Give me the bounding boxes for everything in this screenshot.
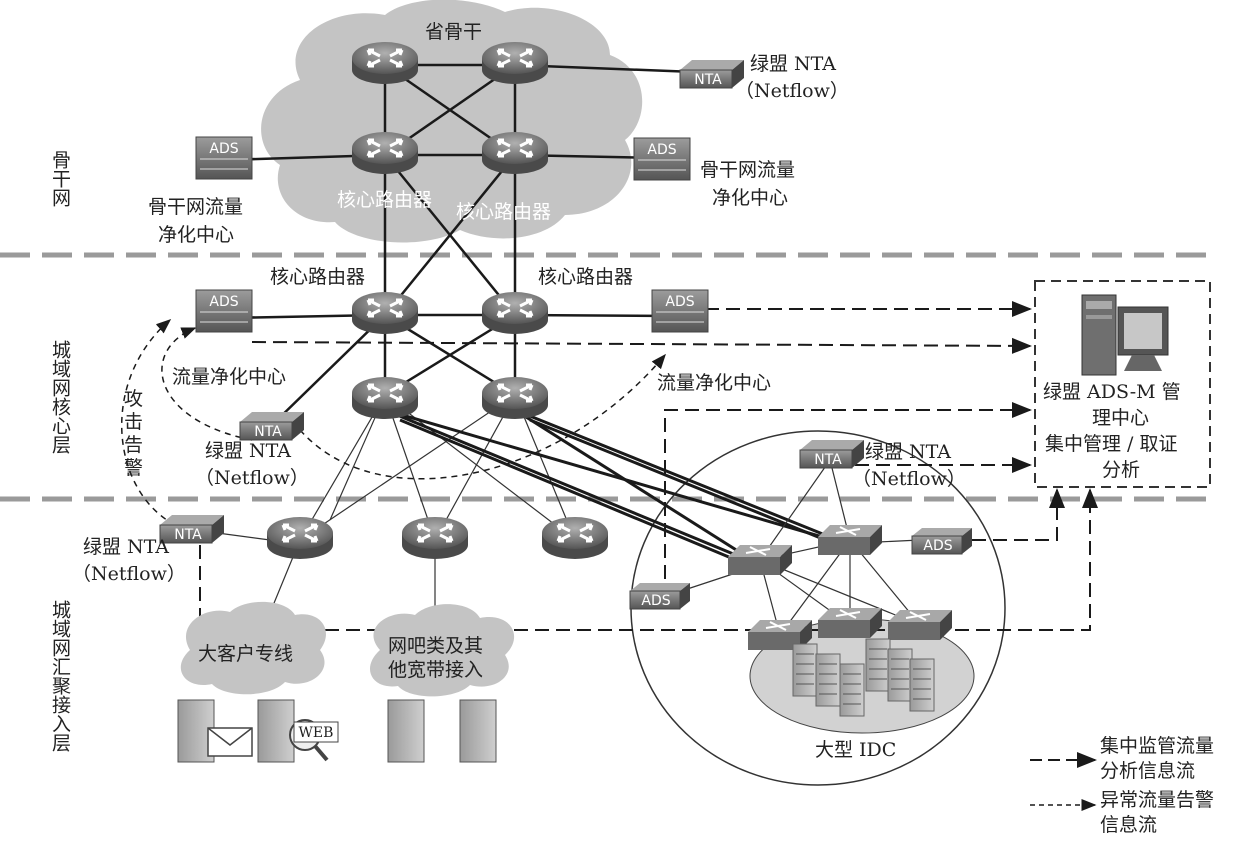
switch-icon: [727, 544, 793, 576]
idc-label: 大型 IDC: [815, 739, 896, 761]
vip-cloud: [180, 601, 326, 695]
svg-text:NTA: NTA: [814, 452, 842, 468]
router-icon: [540, 515, 610, 561]
clean-center-label: 净化中心: [158, 224, 234, 246]
mail-icon: [207, 727, 253, 757]
web-magnifier-icon: WEB: [289, 719, 339, 762]
switch-icon: [817, 607, 883, 639]
idc-uplinks: [384, 408, 851, 572]
adsm-boundary: [1034, 280, 1211, 488]
core-router-label: 核心路由器: [538, 266, 633, 288]
metro-core-links: [224, 313, 676, 426]
switch-icon: [817, 524, 883, 556]
adsm-label: 理中心: [1092, 407, 1149, 429]
legend-label: 信息流: [1100, 814, 1157, 836]
nta-device-icon: NTA: [799, 440, 864, 469]
router-icon: [480, 40, 550, 86]
cafe-cloud-label: 他宽带接入: [388, 659, 483, 681]
server-icon: [177, 699, 497, 763]
svg-text:ADS: ADS: [647, 142, 676, 158]
web-tag: WEB: [299, 725, 334, 741]
nta-label: 绿盟 NTA: [865, 441, 951, 463]
switch-icon: [887, 609, 953, 641]
core-router-label: 核心路由器: [270, 266, 365, 288]
alert-flows: [120, 319, 666, 526]
router-icon: [480, 375, 550, 421]
adsm-label: 绿盟 ADS-M 管: [1043, 381, 1181, 403]
clean-center-label: 骨干网流量: [148, 196, 243, 218]
router-icon: [350, 375, 420, 421]
attack-alert-label: 攻: [124, 388, 143, 410]
clean-center-label: 骨干网流量: [700, 159, 795, 181]
svg-text:ADS: ADS: [641, 593, 670, 609]
svg-text:ADS: ADS: [209, 294, 238, 310]
nta-sub-label: （Netflow）: [852, 468, 966, 490]
nta-label: 绿盟 NTA: [83, 536, 169, 558]
nta-sub-label: （Netflow）: [195, 467, 309, 489]
nta-device-icon: NTA: [239, 412, 304, 441]
ads-device-icon: ADS: [195, 289, 253, 333]
legend-label: 集中监管流量: [1100, 735, 1214, 757]
router-icon: [350, 130, 420, 176]
nta-device-icon: NTA: [159, 515, 224, 544]
svg-text:NTA: NTA: [694, 72, 722, 88]
adsm-label: 集中管理 / 取证: [1045, 433, 1177, 455]
svg-text:ADS: ADS: [209, 141, 238, 157]
adsm-label: 分析: [1102, 459, 1140, 481]
cloud-label: 省骨干: [425, 21, 482, 43]
ads-device-icon: ADS: [195, 136, 253, 180]
nta-device-icon: NTA: [679, 60, 744, 89]
legend-label: 异常流量告警: [1100, 789, 1214, 811]
router-icon: [480, 290, 550, 336]
ads-device-icon: ADS: [911, 528, 972, 555]
nta-label: 绿盟 NTA: [750, 53, 836, 75]
svg-text:NTA: NTA: [254, 424, 282, 440]
svg-text:ADS: ADS: [665, 294, 694, 310]
attack-alert-label: 告: [124, 434, 143, 456]
router-icon: [480, 130, 550, 176]
attack-alert-label: 击: [124, 411, 143, 433]
nta-sub-label: （Netflow）: [735, 80, 849, 102]
ads-device-icon: ADS: [651, 289, 709, 333]
core-router-label: 核心路由器: [456, 201, 551, 223]
router-icon: [350, 290, 420, 336]
clean-center-label: 流量净化中心: [172, 366, 286, 388]
cafe-cloud-label: 网吧类及其: [388, 635, 483, 657]
layer-label-metro-access: 城域网汇聚接入层: [49, 600, 71, 752]
core-router-label: 核心路由器: [337, 189, 432, 211]
ads-device-icon: ADS: [633, 137, 691, 181]
clean-center-label: 净化中心: [712, 187, 788, 209]
layer-label-backbone: 骨干网: [49, 150, 71, 207]
svg-text:NTA: NTA: [174, 527, 202, 543]
attack-alert-label: 警: [124, 457, 143, 479]
router-icon: [400, 515, 470, 561]
adsm-computer-icon: [1081, 294, 1169, 376]
cafe-cloud: [369, 604, 515, 697]
router-icon: [350, 40, 420, 86]
nta-label: 绿盟 NTA: [205, 440, 291, 462]
layer-label-metro-core: 城域网核心层: [49, 340, 71, 454]
vip-cloud-label: 大客户专线: [198, 643, 293, 665]
legend-label: 分析信息流: [1100, 760, 1195, 782]
clean-center-label: 流量净化中心: [657, 372, 771, 394]
router-icon: [265, 515, 335, 561]
svg-text:ADS: ADS: [923, 538, 952, 554]
nta-sub-label: （Netflow）: [72, 563, 186, 585]
ads-device-icon: ADS: [629, 583, 690, 610]
monitoring-flows: [199, 301, 1098, 631]
